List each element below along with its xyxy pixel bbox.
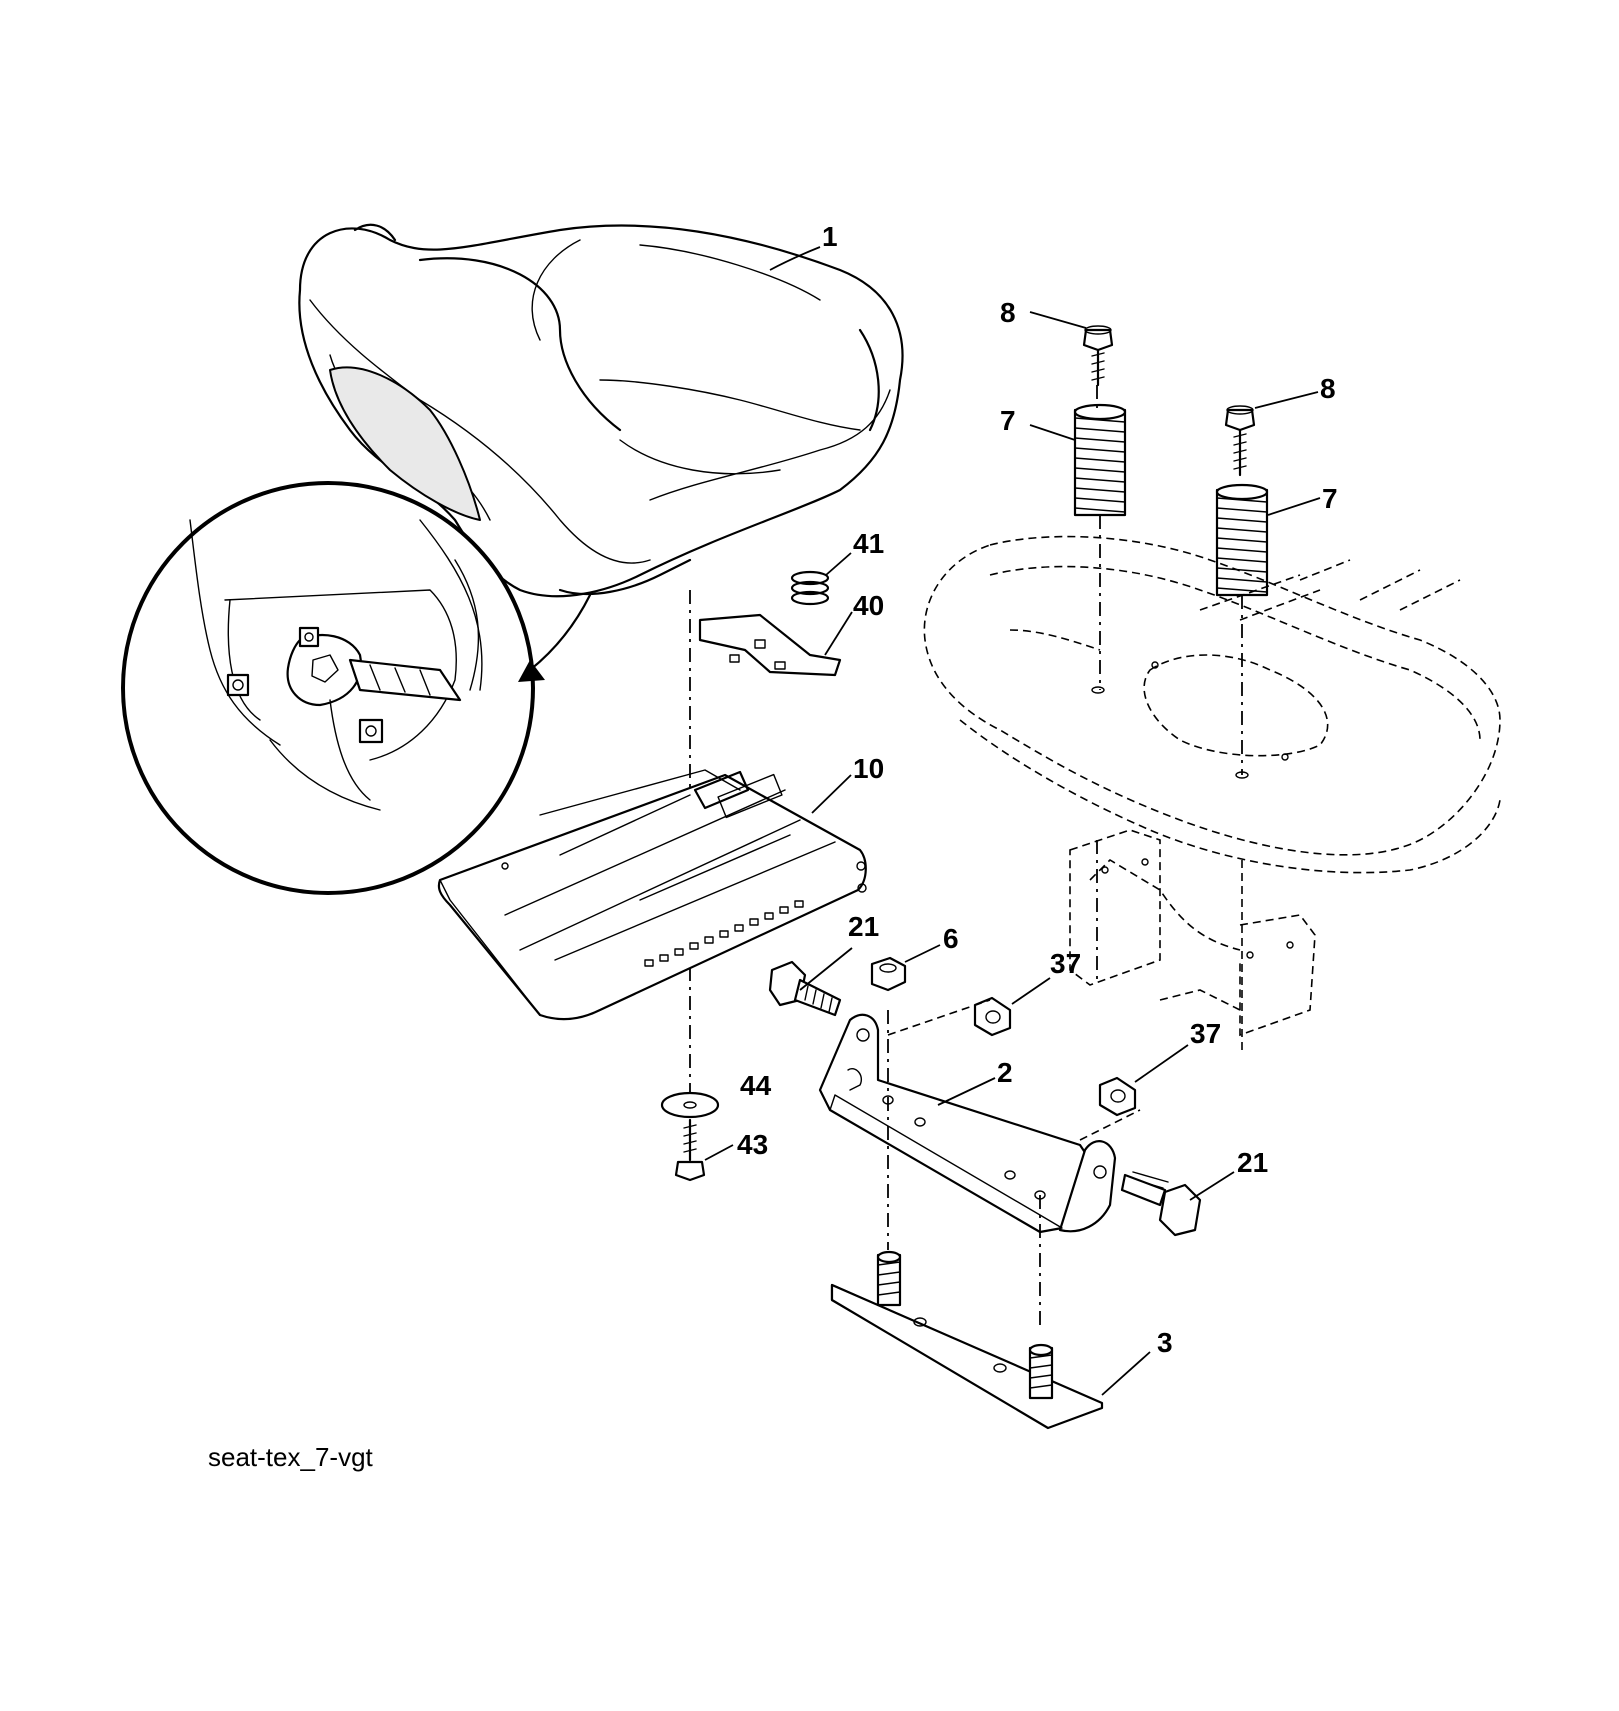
pan-slots (644, 900, 804, 967)
callout-plate-3: 3 (1157, 1327, 1173, 1358)
callout-nut-37-upper: 37 (1050, 948, 1081, 979)
spring-41 (790, 570, 830, 606)
plate-3 (830, 1250, 1104, 1430)
bolt-8-right (1224, 405, 1256, 477)
assembly-line-nut37-lower (1079, 1109, 1141, 1141)
callout-nut-6: 6 (943, 923, 959, 954)
callout-bolt-21-right: 21 (1237, 1147, 1268, 1178)
washer-44 (660, 1091, 720, 1119)
callout-seat: 1 (822, 221, 838, 252)
nut-6 (870, 956, 907, 992)
callout-spring-7-right: 7 (1322, 483, 1338, 514)
seat (298, 223, 904, 598)
bolt-21-left (768, 960, 842, 1017)
leader-lines (704, 246, 1321, 1396)
clip-40 (698, 613, 842, 677)
nut-37-lower (1098, 1076, 1137, 1117)
callout-nut-37-lower: 37 (1190, 1018, 1221, 1049)
tractor-frame-outline (923, 535, 1501, 874)
detail-zoom-circle (121, 481, 592, 895)
nut-37-upper (973, 996, 1012, 1037)
diagram-caption: seat-tex_7-vgt (208, 1442, 374, 1472)
screw-43 (674, 1118, 706, 1182)
callout-bolt-21-left: 21 (848, 911, 879, 942)
spring-7-left (1073, 403, 1127, 517)
callout-washer-44: 44 (740, 1070, 772, 1101)
callout-bracket-2: 2 (997, 1057, 1013, 1088)
callout-screw-43: 43 (737, 1129, 768, 1160)
callout-spring-7-left: 7 (1000, 405, 1016, 436)
callout-clip-40: 40 (853, 590, 884, 621)
callout-seat-pan-10: 10 (853, 753, 884, 784)
callout-bolt-8-right: 8 (1320, 373, 1336, 404)
callout-bolt-8-left: 8 (1000, 297, 1016, 328)
bracket-2 (818, 1013, 1117, 1234)
assembly-line-nut37-upper (887, 999, 991, 1036)
seat-pan-10 (437, 769, 867, 1021)
bolt-8-left (1082, 325, 1114, 387)
frame-brackets (1069, 829, 1316, 1037)
bolt-21-right (1120, 1171, 1202, 1237)
callout-spring-41: 41 (853, 528, 884, 559)
